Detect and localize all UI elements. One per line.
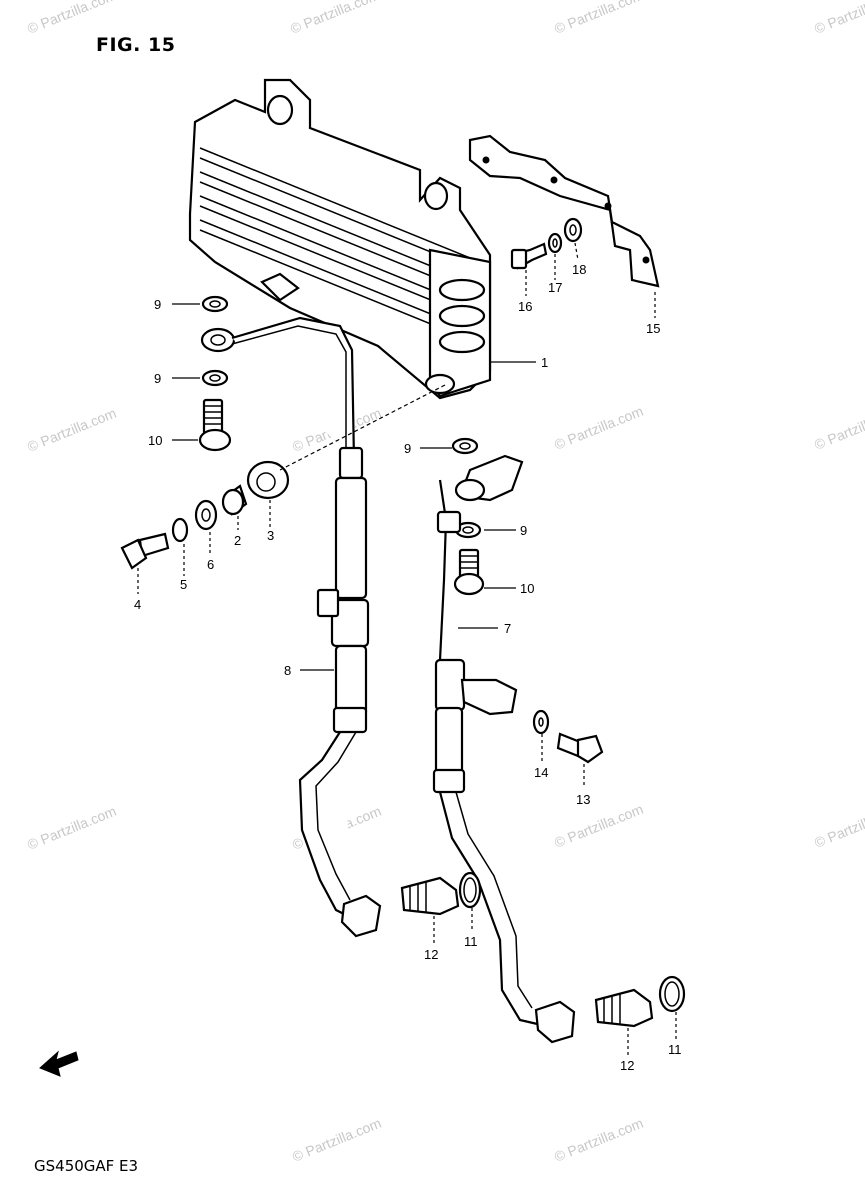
callout-17: 17 (548, 280, 562, 295)
bracket[interactable] (468, 134, 660, 288)
callout-18: 18 (572, 262, 586, 277)
callout-8: 8 (284, 663, 291, 678)
o-ring-11-center[interactable] (458, 871, 482, 909)
oil-hose-7[interactable] (432, 454, 576, 1044)
banjo-bolt-10-right[interactable] (453, 548, 485, 596)
callout-6: 6 (207, 557, 214, 572)
washer-6[interactable] (194, 499, 218, 531)
washer-9-upper-left[interactable] (201, 295, 229, 313)
washer-9-upper-right[interactable] (451, 437, 479, 455)
banjo-fitting-left[interactable] (200, 327, 236, 353)
callout-14: 14 (534, 765, 548, 780)
washer-14[interactable] (532, 709, 550, 735)
model-code: GS450GAF E3 (34, 1157, 139, 1175)
callout-12: 12 (424, 947, 438, 962)
figure-title: FIG. 15 (96, 34, 176, 56)
washer-9-lower-left[interactable] (201, 369, 229, 387)
bolt-13[interactable] (556, 732, 604, 764)
callout-2: 2 (234, 533, 241, 548)
adapter-12-right[interactable] (594, 988, 654, 1028)
callout-13: 13 (576, 792, 590, 807)
washer-5[interactable] (171, 517, 189, 543)
oil-hose-8[interactable] (231, 316, 382, 938)
callout-3: 3 (267, 528, 274, 543)
callout-15: 15 (646, 321, 660, 336)
washer-18[interactable] (563, 217, 583, 243)
callout-12: 12 (620, 1058, 634, 1073)
callout-9: 9 (154, 371, 161, 386)
callout-5: 5 (180, 577, 187, 592)
callout-4: 4 (134, 597, 141, 612)
callout-11: 11 (464, 934, 478, 949)
grommet-3[interactable] (246, 460, 290, 500)
callout-9: 9 (154, 297, 161, 312)
callout-11: 11 (668, 1042, 682, 1057)
bolt-4[interactable] (120, 532, 170, 570)
oil-cooler[interactable] (188, 78, 492, 400)
collar-2[interactable] (221, 484, 248, 516)
washer-17[interactable] (547, 232, 563, 254)
callout-1: 1 (541, 355, 548, 370)
adapter-12-center[interactable] (400, 876, 460, 916)
callout-9: 9 (520, 523, 527, 538)
bolt-16[interactable] (510, 242, 548, 270)
callout-7: 7 (504, 621, 511, 636)
callout-16: 16 (518, 299, 532, 314)
banjo-bolt-10-left[interactable] (198, 398, 232, 452)
callout-10: 10 (148, 433, 162, 448)
front-arrow-icon (39, 1050, 79, 1077)
o-ring-11-right[interactable] (658, 975, 686, 1013)
callout-10: 10 (520, 581, 534, 596)
leader-lines (137, 242, 677, 1056)
callout-9: 9 (404, 441, 411, 456)
